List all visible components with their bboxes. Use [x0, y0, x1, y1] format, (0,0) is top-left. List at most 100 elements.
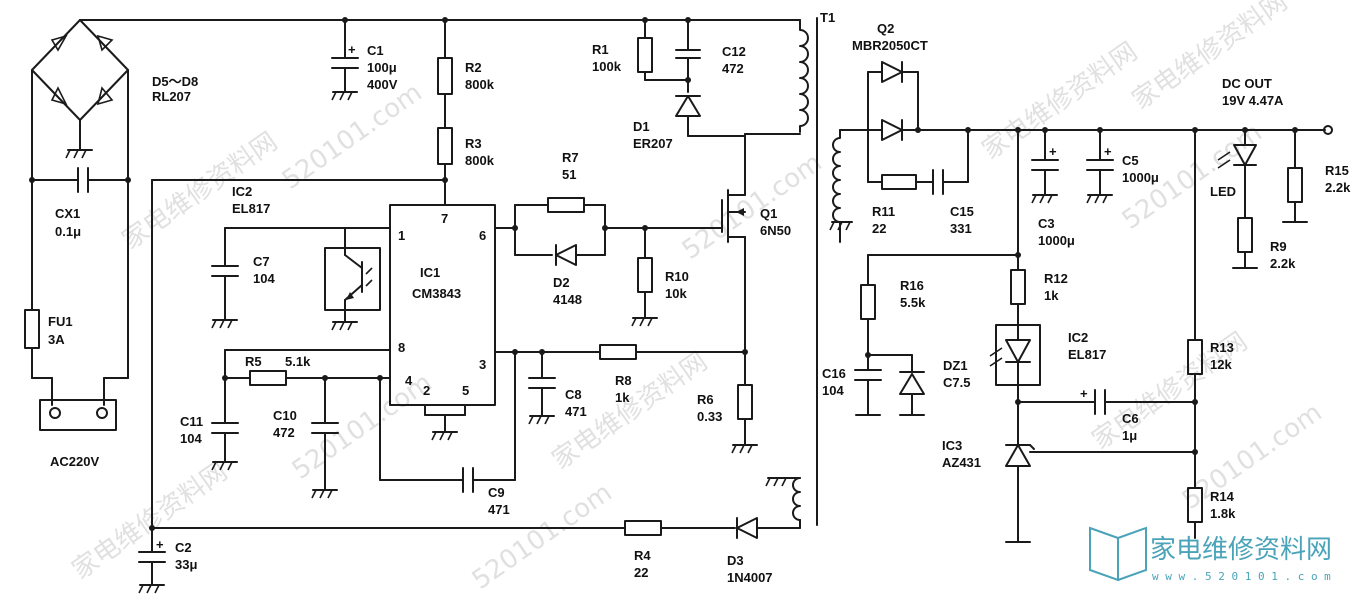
label-led: LED — [1210, 184, 1236, 199]
label-fu1: FU1 — [48, 314, 73, 329]
label-c8-val: 471 — [565, 404, 587, 419]
label-r9-val: 2.2k — [1270, 256, 1296, 271]
label-d5-d8: D5～D8 — [152, 74, 198, 89]
label-r2-val: 800k — [465, 77, 495, 92]
label-dz1-val: C7.5 — [943, 375, 970, 390]
q2-output-rectifier — [867, 61, 1333, 195]
label-r16: R16 — [900, 278, 924, 293]
r2-r3-resistors — [437, 17, 453, 206]
label-c2-val: 33μ — [175, 557, 197, 572]
label-dz1: DZ1 — [943, 358, 968, 373]
pin-4: 4 — [405, 373, 413, 388]
label-r7-val: 51 — [562, 167, 576, 182]
label-ic2-secondary: IC2 — [1068, 330, 1088, 345]
watermark-cn: 家电维修资料网 — [117, 127, 283, 256]
label-dc-out-val: 19V 4.47A — [1222, 93, 1284, 108]
label-c10-val: 472 — [273, 425, 295, 440]
label-q2-val: MBR2050CT — [852, 38, 928, 53]
fuse-ac-input — [24, 179, 129, 431]
label-r8: R8 — [615, 373, 632, 388]
ic1-block — [149, 179, 516, 531]
watermark-site: 520101.com — [287, 368, 438, 486]
rc-network-r5-c10-c11 — [211, 349, 516, 499]
label-r12-val: 1k — [1044, 288, 1059, 303]
bridge-rectifier — [31, 19, 446, 181]
svg-text:+: + — [1080, 386, 1088, 401]
feedback-network: + — [854, 129, 1203, 543]
label-r11: R11 — [872, 204, 895, 219]
label-r16-val: 5.5k — [900, 295, 926, 310]
c1-capacitor: + — [331, 17, 359, 101]
logo-text: 家电维修资料网 — [1150, 535, 1332, 565]
label-c5: C5 — [1122, 153, 1139, 168]
cx1-capacitor — [29, 167, 131, 193]
label-ic2-primary-val: EL817 — [232, 201, 270, 216]
c7-capacitor — [211, 227, 239, 329]
label-dc-out: DC OUT — [1222, 76, 1272, 91]
label-cx1-val: 0.1μ — [55, 224, 81, 239]
label-c7-val: 104 — [253, 271, 275, 286]
watermark-site: 520101.com — [277, 78, 428, 196]
label-r10: R10 — [665, 269, 689, 284]
watermark-site: 520101.com — [677, 148, 828, 266]
label-ic1: IC1 — [420, 265, 440, 280]
label-c9: C9 — [488, 485, 505, 500]
label-r1: R1 — [592, 42, 609, 57]
label-r7: R7 — [562, 150, 579, 165]
label-c1-volt: 400V — [367, 77, 398, 92]
label-c6-val: 1μ — [1122, 428, 1137, 443]
logo-url: w w w . 5 2 0 1 0 1 . c o m — [1152, 570, 1331, 583]
ic2-phototransistor — [324, 227, 381, 331]
label-t1: T1 — [820, 10, 835, 25]
label-rl207: RL207 — [152, 89, 191, 104]
label-r3: R3 — [465, 136, 482, 151]
label-r5-val: 5.1k — [285, 354, 311, 369]
aux-supply-c2-r4-d3: + — [138, 517, 801, 594]
q1-mosfet — [604, 133, 746, 356]
label-c12-val: 472 — [722, 61, 744, 76]
snubber-r1-c12-d1 — [444, 17, 801, 137]
label-ic2-secondary-val: EL817 — [1068, 347, 1106, 362]
label-c16: C16 — [822, 366, 846, 381]
label-c16-val: 104 — [822, 383, 844, 398]
label-r10-val: 10k — [665, 286, 687, 301]
label-fu1-val: 3A — [48, 332, 65, 347]
pin-7: 7 — [441, 211, 448, 226]
label-r13: R13 — [1210, 340, 1234, 355]
label-r15-val: 2.2k — [1325, 180, 1351, 195]
pin-6: 6 — [479, 228, 486, 243]
label-r2: R2 — [465, 60, 482, 75]
pin-8: 8 — [398, 340, 405, 355]
pin-3: 3 — [479, 357, 486, 372]
svg-text:+: + — [156, 537, 164, 552]
label-ic1-val: CM3843 — [412, 286, 461, 301]
label-c15-val: 331 — [950, 221, 972, 236]
label-c8: C8 — [565, 387, 582, 402]
transformer-t1 — [744, 17, 869, 526]
label-r4-val: 22 — [634, 565, 648, 580]
led-indicator-r9-r15 — [1217, 129, 1308, 269]
label-c11: C11 — [180, 414, 203, 429]
label-c7: C7 — [253, 254, 270, 269]
label-r6-val: 0.33 — [697, 409, 722, 424]
label-r6: R6 — [697, 392, 714, 407]
watermark-cn: 家电维修资料网 — [977, 37, 1143, 166]
svg-text:+: + — [348, 42, 356, 57]
label-r8-val: 1k — [615, 390, 630, 405]
label-ic3: IC3 — [942, 438, 962, 453]
pin-1: 1 — [398, 228, 405, 243]
label-c2: C2 — [175, 540, 192, 555]
watermarks: 家电维修资料网 520101.com 家电维修资料网 520101.com 家电… — [67, 0, 1328, 596]
label-d1-val: ER207 — [633, 136, 673, 151]
label-d2-val: 4148 — [553, 292, 582, 307]
label-r12: R12 — [1044, 271, 1068, 286]
label-ic2-primary: IC2 — [232, 184, 252, 199]
label-c3: C3 — [1038, 216, 1055, 231]
label-d3: D3 — [727, 553, 744, 568]
label-d1: D1 — [633, 119, 650, 134]
label-r15: R15 — [1325, 163, 1349, 178]
label-r11-val: 22 — [872, 221, 886, 236]
label-q2: Q2 — [877, 21, 894, 36]
current-sense-c8-r8-r6 — [512, 344, 758, 454]
